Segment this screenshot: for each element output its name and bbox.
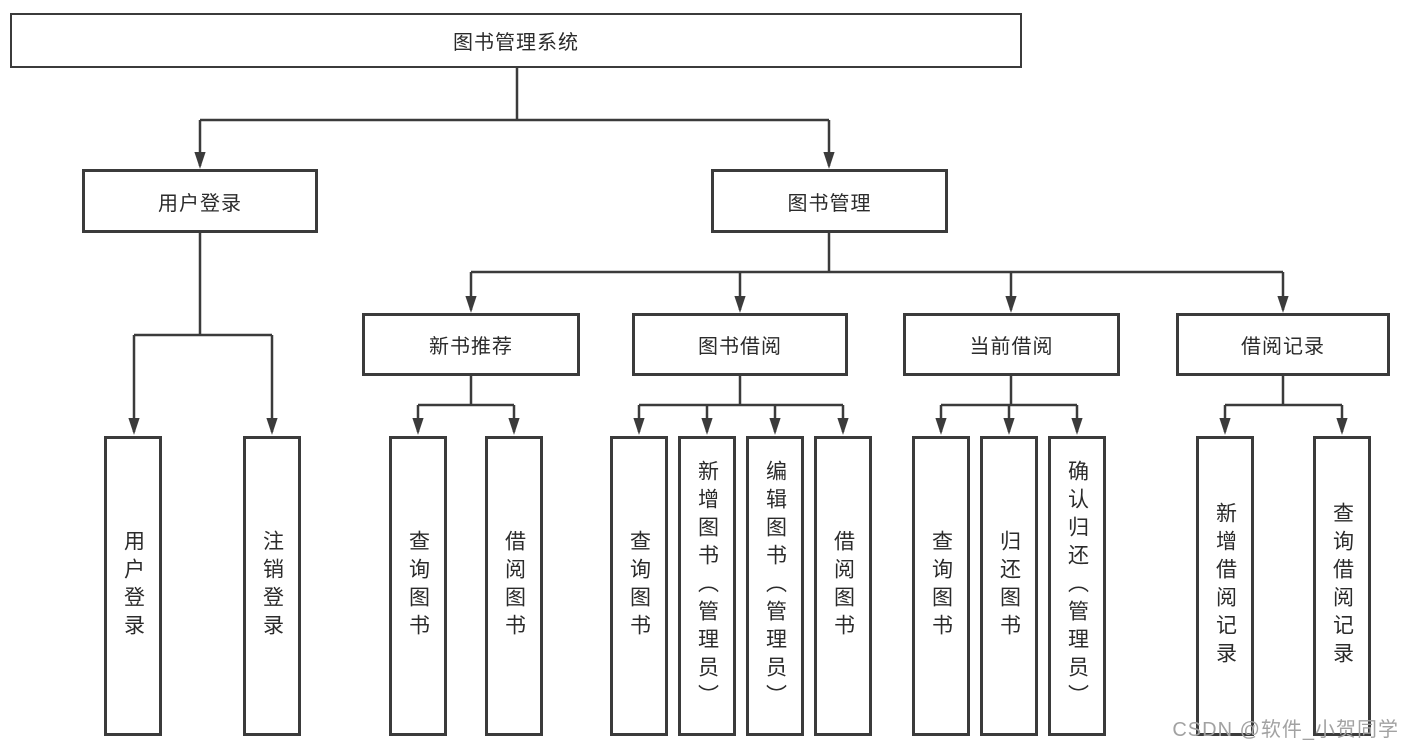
node-book-management: 图书管理 [711,169,948,233]
node-label: 借阅图书 [502,530,526,642]
node-label: 查询借阅记录 [1330,502,1354,670]
node-leaf-add-borrow-record: 新增借阅记录 [1196,436,1254,736]
node-leaf-logout: 注销登录 [243,436,301,736]
node-label: 查询图书 [406,530,430,642]
node-leaf-user-login: 用户登录 [104,436,162,736]
node-leaf-recommend-borrow-books: 借阅图书 [485,436,543,736]
node-current-borrowing: 当前借阅 [903,313,1120,376]
node-leaf-confirm-return-admin: 确认归还（管理员） [1048,436,1106,736]
node-library-management-system: 图书管理系统 [10,13,1022,68]
node-leaf-borrowing-query-books: 查询图书 [610,436,668,736]
node-label: 新增借阅记录 [1213,502,1237,670]
node-label: 图书管理系统 [453,32,579,54]
node-label: 图书管理 [787,192,872,215]
node-borrowing-records: 借阅记录 [1176,313,1390,376]
node-label: 图书借阅 [698,336,782,358]
node-label: 查询图书 [929,530,953,642]
node-label: 新增图书（管理员） [695,460,719,712]
node-label: 用户登录 [121,530,145,642]
node-leaf-return-books: 归还图书 [980,436,1038,736]
node-new-book-recommend: 新书推荐 [362,313,580,376]
node-label: 借阅记录 [1241,336,1325,358]
csdn-watermark: CSDN @软件_小贺同学 [1172,719,1399,741]
node-leaf-borrow-books: 借阅图书 [814,436,872,736]
node-label: 用户登录 [158,192,242,215]
node-label: 确认归还（管理员） [1065,460,1089,712]
node-label: 借阅图书 [831,530,855,642]
node-user-login: 用户登录 [82,169,318,233]
node-leaf-recommend-query-books: 查询图书 [389,436,447,736]
node-label: 新书推荐 [429,336,513,358]
node-leaf-current-query-books: 查询图书 [912,436,970,736]
node-label: 当前借阅 [969,336,1054,358]
node-label: 编辑图书（管理员） [763,460,787,712]
node-label: 注销登录 [260,530,284,642]
node-label: 查询图书 [627,530,651,642]
node-leaf-add-books-admin: 新增图书（管理员） [678,436,736,736]
node-book-borrowing: 图书借阅 [632,313,848,376]
node-label: 归还图书 [997,530,1021,642]
node-leaf-query-borrow-record: 查询借阅记录 [1313,436,1371,736]
node-leaf-edit-books-admin: 编辑图书（管理员） [746,436,804,736]
